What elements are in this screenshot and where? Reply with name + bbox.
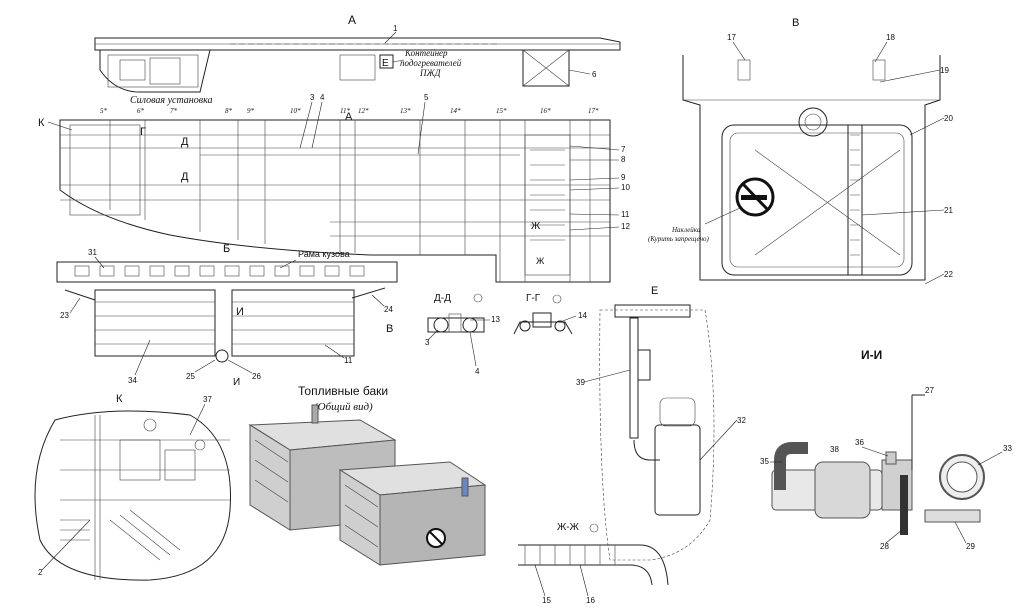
svg-text:10: 10 bbox=[621, 183, 630, 192]
marker-i-1: И bbox=[236, 306, 244, 318]
svg-text:20: 20 bbox=[944, 114, 953, 123]
section-gg: Г-Г 14 bbox=[513, 293, 587, 335]
svg-text:17*: 17* bbox=[588, 107, 599, 115]
view-v-tank-end: В Наклейка(Курить запрещено) 17 18 19 20… bbox=[648, 17, 953, 285]
view-title-k-detail: К bbox=[116, 393, 123, 405]
frame-station-labels: 5* 6* 7* 8* 9* 10* 11* 12* 13* 14* 15* 1… bbox=[100, 107, 599, 115]
svg-text:26: 26 bbox=[252, 372, 261, 381]
view-e: Е 39 32 bbox=[576, 285, 746, 561]
caption-general-view: (Общий вид) bbox=[314, 401, 373, 413]
svg-text:35: 35 bbox=[760, 457, 769, 466]
svg-text:13*: 13* bbox=[400, 107, 411, 115]
detail-k: К 37 2 bbox=[34, 393, 231, 581]
caption-body-frame: Рама кузова bbox=[298, 249, 350, 259]
svg-text:3: 3 bbox=[310, 93, 315, 102]
svg-text:12: 12 bbox=[621, 222, 630, 231]
svg-text:5: 5 bbox=[424, 93, 429, 102]
caption-fuel-tanks: Топливные баки bbox=[298, 384, 388, 398]
svg-text:И-И: И-И bbox=[861, 348, 882, 362]
svg-text:19: 19 bbox=[940, 66, 949, 75]
svg-text:6*: 6* bbox=[137, 107, 145, 115]
svg-text:Ж-Ж: Ж-Ж bbox=[557, 522, 580, 533]
marker-b-arrow: В bbox=[386, 323, 393, 335]
svg-text:28: 28 bbox=[880, 542, 889, 551]
svg-text:32: 32 bbox=[737, 416, 746, 425]
svg-text:25: 25 bbox=[186, 372, 195, 381]
section-dd: Д-Д 13 3 4 bbox=[425, 293, 500, 376]
svg-text:16: 16 bbox=[586, 596, 595, 605]
svg-text:16*: 16* bbox=[540, 107, 551, 115]
svg-text:37: 37 bbox=[203, 395, 212, 404]
svg-text:24: 24 bbox=[384, 305, 393, 314]
marker-zh-2: Ж bbox=[536, 256, 545, 266]
view-title-e: Е bbox=[651, 285, 658, 297]
section-zhzh: Ж-Ж 15 16 bbox=[518, 522, 669, 605]
svg-text:27: 27 bbox=[925, 386, 934, 395]
svg-text:7: 7 bbox=[621, 145, 626, 154]
fuel-tanks-general-view: Топливные баки (Общий вид) bbox=[248, 384, 487, 566]
svg-text:9*: 9* bbox=[247, 107, 255, 115]
svg-text:7*: 7* bbox=[170, 107, 178, 115]
marker-i-2: И bbox=[233, 377, 240, 388]
view-title-b-side: Б bbox=[223, 243, 230, 255]
marker-g: Г bbox=[140, 126, 146, 138]
svg-text:8: 8 bbox=[621, 155, 626, 164]
svg-text:12*: 12* bbox=[358, 107, 369, 115]
svg-text:14: 14 bbox=[578, 311, 587, 320]
svg-text:34: 34 bbox=[128, 376, 137, 385]
svg-text:11: 11 bbox=[621, 210, 630, 219]
svg-text:39: 39 bbox=[576, 378, 585, 387]
marker-k: К bbox=[38, 117, 45, 129]
svg-text:18: 18 bbox=[886, 33, 895, 42]
svg-text:17: 17 bbox=[727, 33, 736, 42]
marker-d-1: Д bbox=[181, 136, 189, 148]
svg-text:11: 11 bbox=[344, 356, 353, 365]
view-title-a-plan: А bbox=[345, 111, 353, 123]
caption-power-unit: Силовая установка bbox=[130, 95, 213, 106]
svg-text:4: 4 bbox=[475, 367, 480, 376]
svg-text:11*: 11* bbox=[340, 107, 350, 115]
marker-d-2: Д bbox=[181, 171, 189, 183]
section-ii: И-И 27 36 38 35 33 28 29 bbox=[760, 348, 1012, 551]
svg-text:33: 33 bbox=[1003, 444, 1012, 453]
marker-e: Е bbox=[382, 58, 389, 69]
svg-text:13: 13 bbox=[491, 315, 500, 324]
caption-sticker: Наклейка(Курить запрещено) bbox=[648, 226, 710, 243]
svg-text:29: 29 bbox=[966, 542, 975, 551]
svg-text:23: 23 bbox=[60, 311, 69, 320]
svg-text:15*: 15* bbox=[496, 107, 507, 115]
marker-zh-1: Ж bbox=[531, 221, 541, 232]
svg-text:1: 1 bbox=[393, 24, 398, 33]
view-b-side: Б Рама кузова 31 23 24 В И 34 25 26 И bbox=[56, 243, 398, 388]
svg-text:21: 21 bbox=[944, 206, 953, 215]
svg-text:Г-Г: Г-Г bbox=[526, 293, 541, 304]
svg-text:Д-Д: Д-Д bbox=[434, 293, 451, 304]
svg-text:36: 36 bbox=[855, 438, 864, 447]
svg-text:22: 22 bbox=[944, 270, 953, 279]
view-title-b: В bbox=[792, 17, 799, 29]
svg-text:8*: 8* bbox=[225, 107, 233, 115]
no-smoking-icon bbox=[735, 177, 775, 217]
svg-text:9: 9 bbox=[621, 173, 626, 182]
svg-text:38: 38 bbox=[830, 445, 839, 454]
svg-text:10*: 10* bbox=[290, 107, 301, 115]
view-title-a-top: А bbox=[348, 13, 356, 27]
svg-text:6: 6 bbox=[592, 70, 597, 79]
plan-view: А 5* 6* 7* 8* 9* 10* 11* 12* 13* 14* 15*… bbox=[38, 93, 630, 283]
svg-text:14*: 14* bbox=[450, 107, 461, 115]
svg-text:31: 31 bbox=[88, 248, 97, 257]
svg-text:3: 3 bbox=[425, 338, 430, 347]
svg-text:4: 4 bbox=[320, 93, 325, 102]
svg-text:5*: 5* bbox=[100, 107, 108, 115]
svg-text:15: 15 bbox=[542, 596, 551, 605]
svg-text:2: 2 bbox=[38, 568, 43, 577]
